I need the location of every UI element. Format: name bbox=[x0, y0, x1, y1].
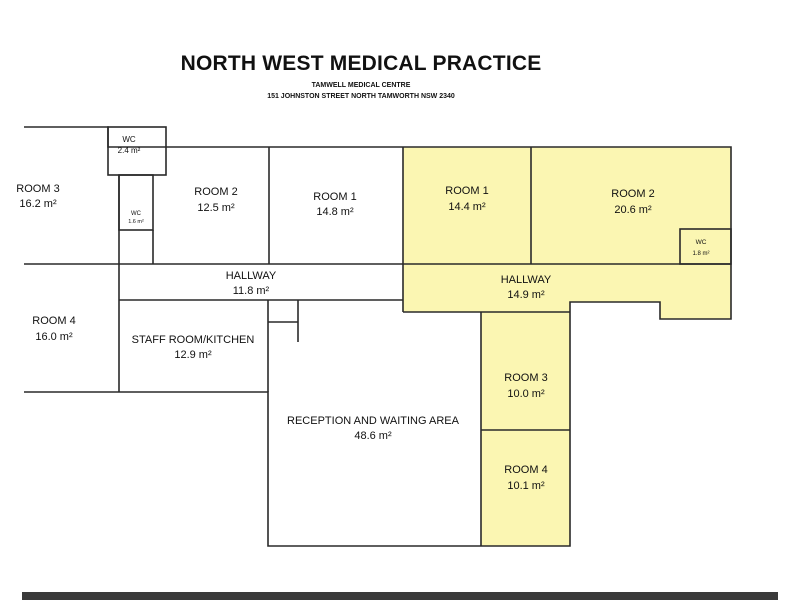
highlight-hallway bbox=[403, 264, 731, 319]
plan-subtitle-address: 151 JOHNSTON STREET NORTH TAMWORTH NSW 2… bbox=[267, 93, 455, 100]
left-hallway-name: HALLWAY bbox=[226, 270, 277, 282]
right-hallway-area: 14.9 m² bbox=[507, 289, 545, 301]
staff-room-name: STAFF ROOM/KITCHEN bbox=[132, 334, 255, 346]
highlighted-tenancy bbox=[403, 147, 731, 546]
right-room4-name: ROOM 4 bbox=[504, 464, 547, 476]
left-room2-area: 12.5 m² bbox=[197, 202, 235, 214]
wc-top-area: 2.4 m² bbox=[118, 146, 141, 155]
walls bbox=[24, 126, 732, 547]
right-room1-area: 14.4 m² bbox=[448, 201, 486, 213]
staff-room-area: 12.9 m² bbox=[174, 349, 212, 361]
wc-right-name: WC bbox=[696, 239, 707, 246]
room-labels: ROOM 3 16.2 m² WC 2.4 m² WC 1.6 m² ROOM … bbox=[16, 135, 709, 492]
left-room1-area: 14.8 m² bbox=[316, 206, 354, 218]
left-room4-area: 16.0 m² bbox=[35, 331, 73, 343]
right-room2-area: 20.6 m² bbox=[614, 204, 652, 216]
right-room2-name: ROOM 2 bbox=[611, 188, 654, 200]
highlight-lower-rooms bbox=[481, 312, 570, 546]
left-room2-name: ROOM 2 bbox=[194, 186, 237, 198]
left-room3-name: ROOM 3 bbox=[16, 183, 59, 195]
bottom-border-bar bbox=[22, 592, 778, 600]
wc-small-name: WC bbox=[131, 211, 142, 217]
left-room4-name: ROOM 4 bbox=[32, 315, 75, 327]
wc-top-name: WC bbox=[122, 135, 136, 144]
right-room1-name: ROOM 1 bbox=[445, 185, 488, 197]
right-room4-area: 10.1 m² bbox=[507, 480, 545, 492]
wc-right-area: 1.8 m² bbox=[692, 251, 709, 257]
plan-title: NORTH WEST MEDICAL PRACTICE bbox=[180, 52, 542, 75]
right-room3-name: ROOM 3 bbox=[504, 372, 547, 384]
wc-right-wall bbox=[679, 228, 732, 265]
plan-subtitle-centre: TAMWELL MEDICAL CENTRE bbox=[311, 82, 411, 89]
reception-name: RECEPTION AND WAITING AREA bbox=[287, 415, 460, 427]
highlight-upper-rooms bbox=[403, 147, 731, 264]
right-room3-area: 10.0 m² bbox=[507, 388, 545, 400]
right-hallway-name: HALLWAY bbox=[501, 274, 552, 286]
left-room1-name: ROOM 1 bbox=[313, 191, 356, 203]
reception-area: 48.6 m² bbox=[354, 430, 392, 442]
wc-small-area: 1.6 m² bbox=[128, 219, 144, 225]
left-room3-area: 16.2 m² bbox=[19, 198, 57, 210]
left-hallway-area: 11.8 m² bbox=[233, 285, 270, 297]
